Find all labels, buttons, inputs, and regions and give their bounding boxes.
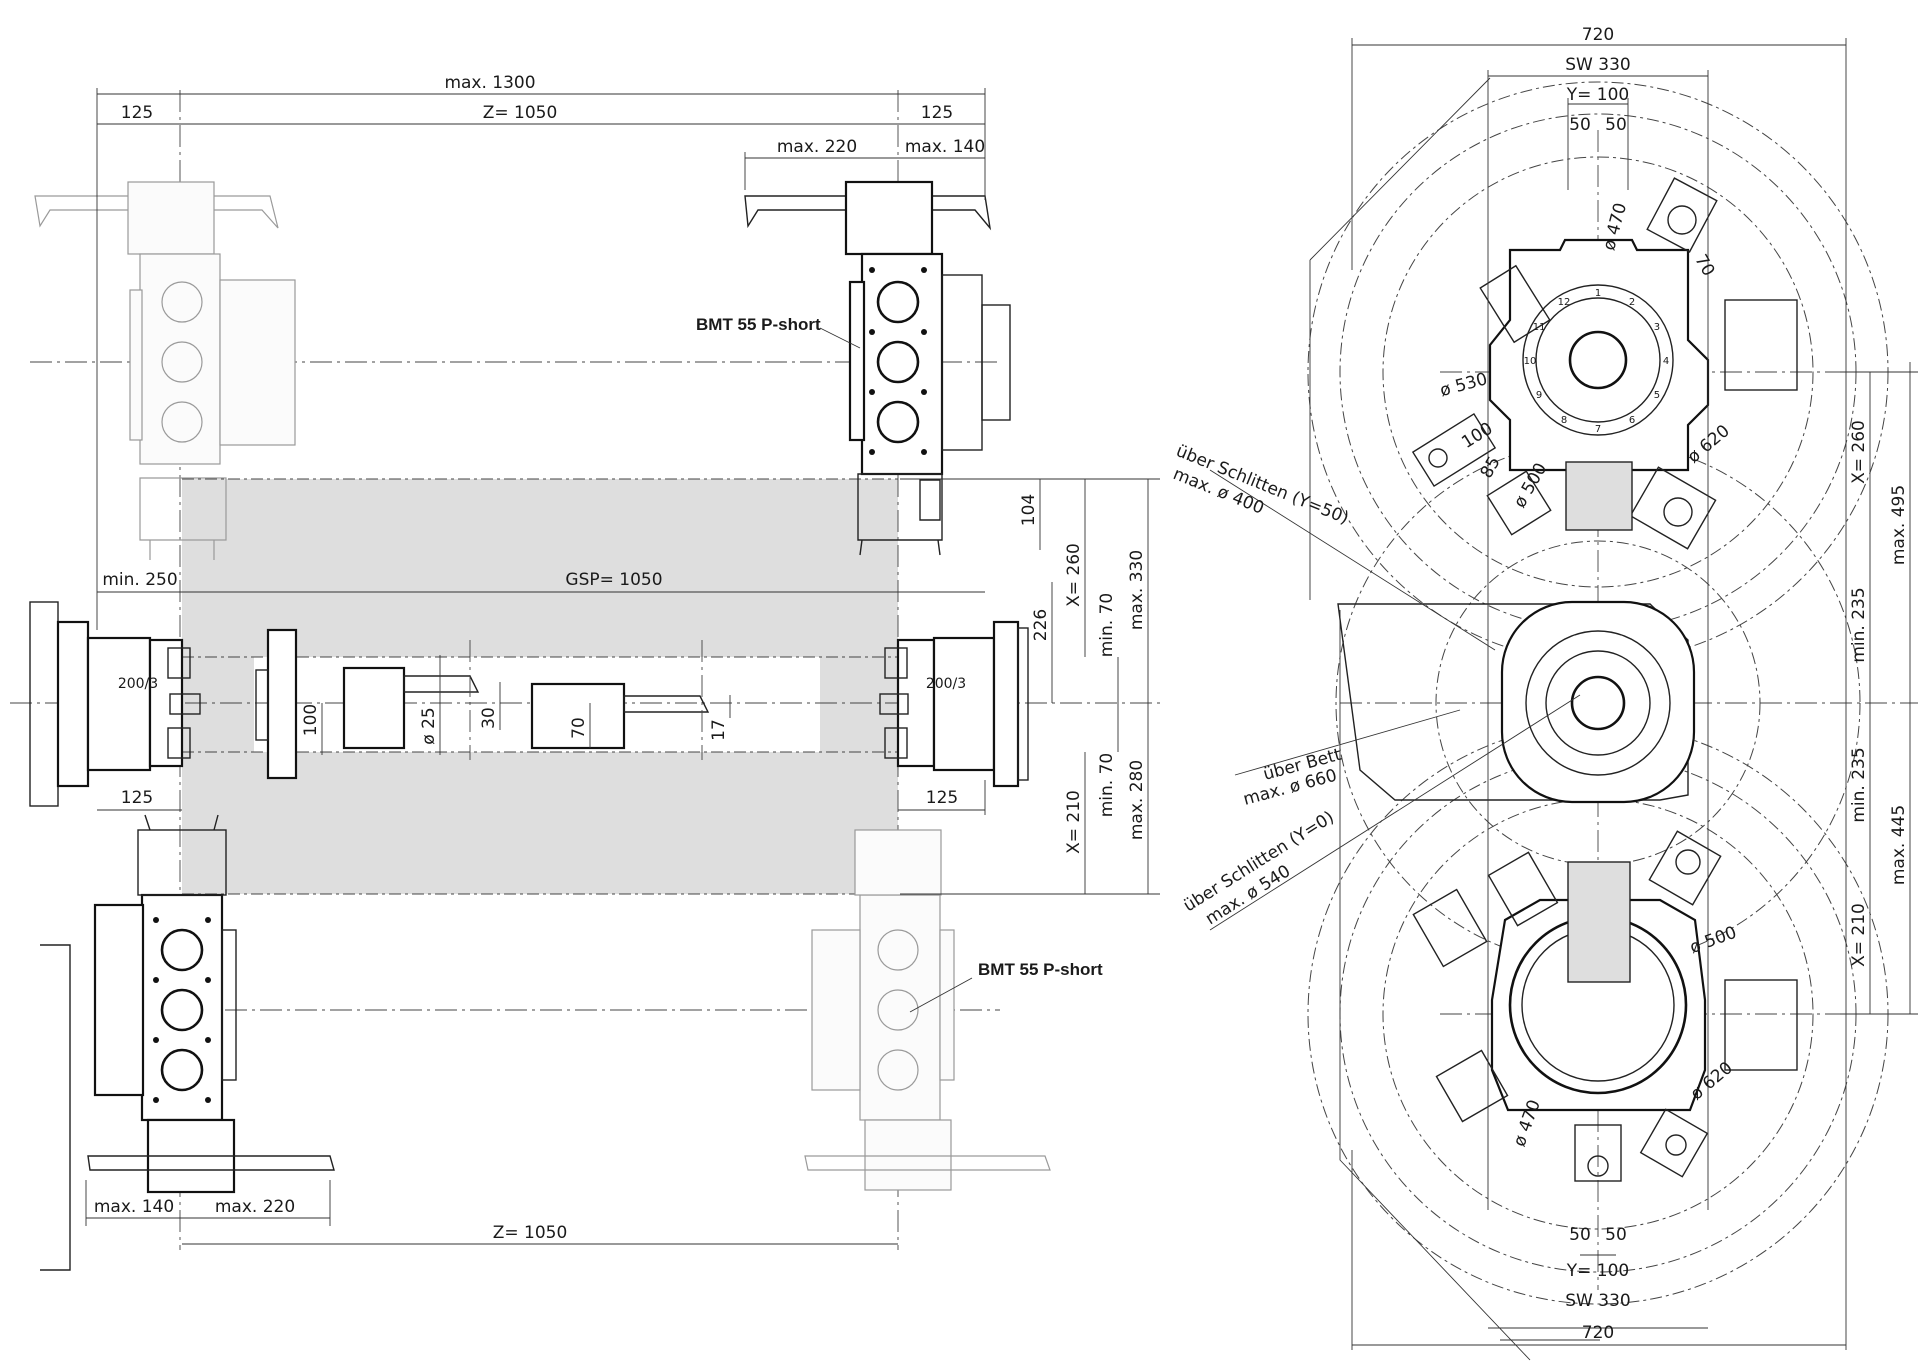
turret-station-number: 3 bbox=[1654, 322, 1660, 333]
dim-70: 70 bbox=[569, 717, 589, 739]
dim-125-top-right: 125 bbox=[921, 103, 953, 123]
front-view: 720 SW 330 Y= 100 50 50 ø 470 70 ø 530 1… bbox=[1170, 25, 1918, 1361]
turret-station-number: 11 bbox=[1533, 322, 1546, 333]
turret-station-number: 12 bbox=[1558, 297, 1571, 308]
dim-100-right: 100 bbox=[1458, 419, 1496, 453]
dim-50-d: 50 bbox=[1605, 1225, 1627, 1245]
dim-z-1050-bot: Z= 1050 bbox=[493, 1223, 568, 1243]
dim-min-250: min. 250 bbox=[102, 570, 177, 590]
dim-max-140-top: max. 140 bbox=[905, 137, 985, 157]
dim-720-bot: 720 bbox=[1582, 1323, 1614, 1343]
dim-125-top-left: 125 bbox=[121, 103, 153, 123]
dim-dia-530: ø 530 bbox=[1438, 369, 1490, 401]
dim-50-a: 50 bbox=[1569, 115, 1591, 135]
dim-min-235-bot: min. 235 bbox=[1849, 747, 1869, 822]
chuck-label-right: 200/3 bbox=[926, 676, 966, 692]
dim-max-220-bot: max. 220 bbox=[215, 1197, 295, 1217]
main-spindle bbox=[29, 601, 201, 807]
dim-dia-25: ø 25 bbox=[419, 707, 439, 744]
dim-max-330: max. 330 bbox=[1127, 550, 1147, 630]
dim-max-280: max. 280 bbox=[1127, 760, 1147, 840]
dim-min-70-top: min. 70 bbox=[1097, 593, 1117, 658]
dim-max-445: max. 445 bbox=[1889, 805, 1909, 885]
turret-bottom-left bbox=[40, 814, 335, 1271]
dim-min-235-top: min. 235 bbox=[1849, 587, 1869, 662]
turret-station-number: 2 bbox=[1629, 297, 1635, 308]
dim-30: 30 bbox=[479, 707, 499, 729]
dim-125-mid-left: 125 bbox=[121, 788, 153, 808]
dim-dia-620-top: ø 620 bbox=[1684, 421, 1734, 467]
dim-x-210-right: X= 210 bbox=[1849, 903, 1869, 967]
turret-station-number: 9 bbox=[1536, 390, 1542, 401]
turret-station-number: 6 bbox=[1629, 415, 1635, 426]
turret-top-left-faint bbox=[34, 181, 296, 560]
dim-min-70-bot: min. 70 bbox=[1097, 753, 1117, 818]
dim-max-1300: max. 1300 bbox=[444, 73, 535, 93]
dim-gsp-1050: GSP= 1050 bbox=[565, 570, 662, 590]
tooling bbox=[255, 628, 710, 780]
chuck-label-left: 200/3 bbox=[118, 676, 158, 692]
turret-station-number: 10 bbox=[1524, 356, 1537, 367]
counter-spindle bbox=[879, 620, 1029, 788]
dim-y-100-top: Y= 100 bbox=[1566, 85, 1629, 105]
dim-sw-330-bot: SW 330 bbox=[1565, 1291, 1630, 1311]
turret-bottom-right-faint bbox=[804, 829, 1051, 1191]
dim-720-top: 720 bbox=[1582, 25, 1614, 45]
dim-104: 104 bbox=[1019, 494, 1039, 526]
dim-125-mid-right: 125 bbox=[926, 788, 958, 808]
turret-station-number: 5 bbox=[1654, 390, 1660, 401]
dim-50-c: 50 bbox=[1569, 1225, 1591, 1245]
turret-disc-upper bbox=[1411, 177, 1798, 550]
turret-top-right bbox=[744, 180, 1011, 556]
dimension-lines bbox=[85, 88, 1160, 1245]
bmt-label-bottom: BMT 55 P-short bbox=[978, 960, 1103, 979]
side-view: max. 1300 125 Z= 1050 125 max. 220 max. … bbox=[10, 73, 1165, 1271]
dim-max-140-bot: max. 140 bbox=[94, 1197, 174, 1217]
dim-z-1050-top: Z= 1050 bbox=[483, 103, 558, 123]
dim-50-b: 50 bbox=[1605, 115, 1627, 135]
swing-circle-bed bbox=[1335, 440, 1861, 966]
dim-x-260-right: X= 260 bbox=[1849, 420, 1869, 484]
working-area-lower bbox=[182, 752, 898, 894]
dim-max-220-top: max. 220 bbox=[777, 137, 857, 157]
dim-y-100-bot: Y= 100 bbox=[1566, 1261, 1629, 1281]
dim-sw-330-top: SW 330 bbox=[1565, 55, 1630, 75]
turret-station-number: 1 bbox=[1595, 288, 1601, 299]
turret-station-number: 7 bbox=[1595, 424, 1601, 435]
bmt-label-top: BMT 55 P-short bbox=[696, 315, 821, 334]
turret-station-number: 8 bbox=[1561, 415, 1567, 426]
dim-100: 100 bbox=[301, 704, 321, 736]
dim-70-right: 70 bbox=[1690, 251, 1718, 280]
dim-max-495: max. 495 bbox=[1889, 485, 1909, 565]
spindle-face bbox=[1337, 600, 1696, 804]
dim-226: 226 bbox=[1031, 609, 1051, 641]
dimension-lines-right bbox=[1209, 38, 1918, 1350]
dim-x-260-left: X= 260 bbox=[1064, 543, 1084, 607]
dim-17: 17 bbox=[709, 719, 729, 741]
dim-x-210-left: X= 210 bbox=[1064, 790, 1084, 854]
turret-disc-lower bbox=[1412, 830, 1798, 1182]
working-area-upper bbox=[182, 479, 898, 657]
turret-station-number: 4 bbox=[1663, 356, 1669, 367]
